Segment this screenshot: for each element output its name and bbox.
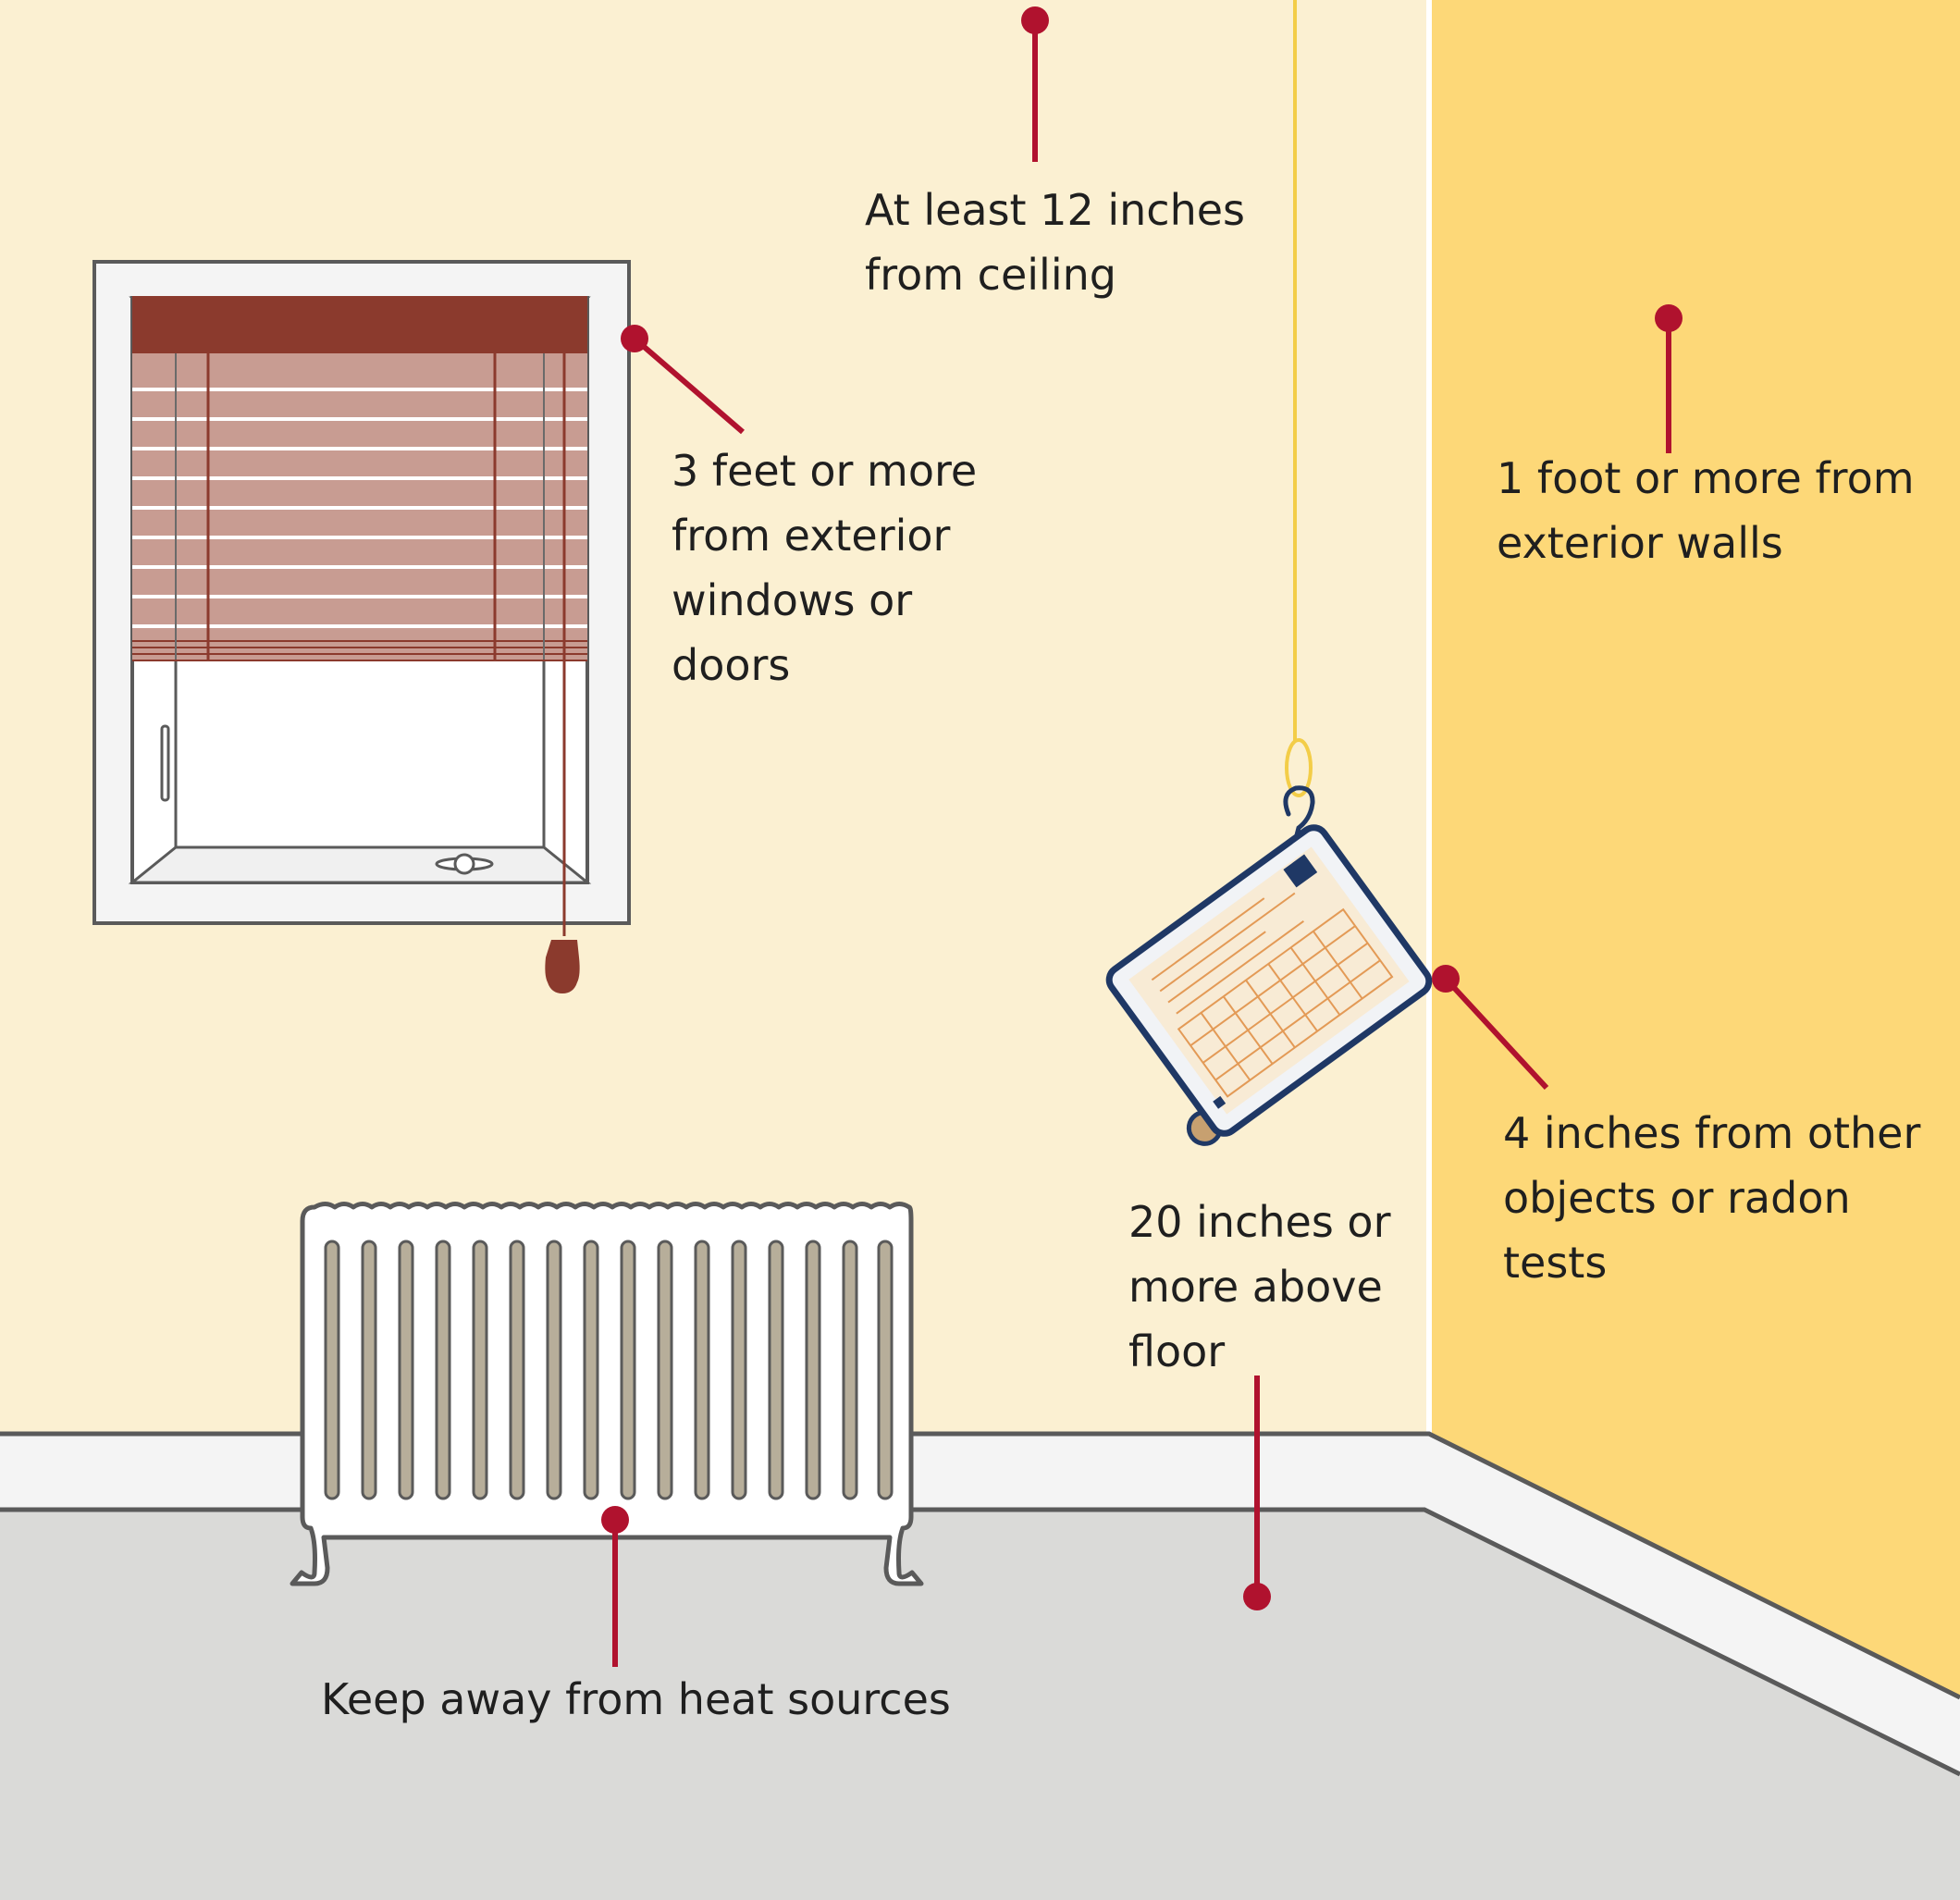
label-floor-line: more above [1128,1262,1383,1312]
label-objects-line: tests [1503,1238,1608,1288]
floor [0,1510,1960,1900]
label-floor-line: floor [1128,1326,1226,1376]
label-ceiling: At least 12 inches from ceiling [865,178,1245,307]
label-floor-line: 20 inches or [1128,1197,1391,1247]
radiator-icon [290,1202,924,1586]
right-wall [1429,0,1960,1900]
callout-objects [1432,965,1549,1091]
label-ceiling-line: At least 12 inches [865,185,1246,235]
window-blind-icon [92,260,631,993]
label-wall-line: exterior walls [1497,518,1783,568]
callout-ceiling [1021,6,1049,162]
label-wall: 1 foot or more from exterior walls [1497,446,1915,575]
label-heat: Keep away from heat sources [321,1667,951,1732]
callout-heat [601,1506,629,1667]
hanging-cord-icon [1285,0,1313,797]
label-heat-line: Keep away from heat sources [321,1674,951,1724]
callout-wall [1655,304,1683,453]
callout-window [621,325,745,435]
label-window-line: 3 feet or more [672,446,978,496]
label-objects-line: 4 inches from other [1503,1108,1921,1158]
label-objects: 4 inches from other objects or radon tes… [1503,1101,1920,1295]
label-window: 3 feet or more from exterior windows or … [672,438,977,697]
label-objects-line: objects or radon [1503,1173,1851,1223]
label-wall-line: 1 foot or more from [1497,453,1915,503]
hook-icon [1283,785,1315,874]
label-floor: 20 inches or more above floor [1128,1190,1390,1384]
label-window-line: windows or [672,575,913,625]
baseboard [0,1434,1960,1774]
radon-detector-icon [1105,824,1433,1146]
label-window-line: doors [672,640,791,690]
label-ceiling-line: from ceiling [865,250,1116,300]
label-window-line: from exterior [672,511,951,561]
callout-floor [1243,1376,1271,1610]
